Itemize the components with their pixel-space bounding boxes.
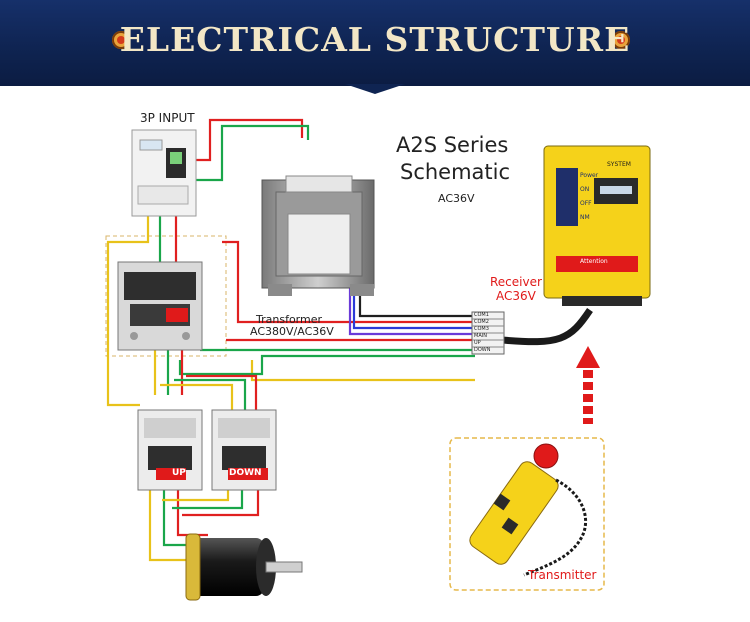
receiver-row-power: Power	[580, 172, 599, 179]
series-title: A2S Series	[396, 133, 509, 157]
receiver-attention-label: Attention	[580, 258, 608, 265]
contactor-group-boundary	[105, 235, 227, 357]
down-label: DOWN	[229, 468, 262, 478]
voltage-label: AC36V	[438, 192, 475, 205]
receiver-voltage-label: AC36V	[496, 289, 536, 303]
terminal-com3: COM3	[474, 326, 489, 332]
receiver-unit	[543, 145, 651, 306]
contactor-up	[137, 409, 203, 491]
receiver-label: Receiver	[490, 275, 542, 289]
transformer	[261, 175, 375, 296]
contactor-down	[211, 409, 277, 491]
schematic-title: Schematic	[400, 160, 511, 184]
receiver-system-label: SYSTEM	[607, 161, 631, 168]
transmitter-pendant	[469, 443, 588, 577]
terminal-com2: COM2	[474, 319, 489, 325]
terminal-down: DOWN	[474, 347, 491, 353]
terminal-main: MAIN	[474, 333, 487, 339]
receiver-row-off: OFF	[580, 200, 592, 207]
receiver-row-on: ON	[580, 186, 590, 193]
left-bullet-icon	[112, 31, 130, 49]
right-bullet-icon	[612, 31, 630, 49]
transmitter-boundary	[449, 437, 605, 591]
transmitter-label: Transmitter	[528, 568, 597, 582]
input-label: 3P INPUT	[140, 111, 195, 125]
circuit-breaker	[131, 129, 197, 217]
header-notch	[345, 84, 405, 94]
receiver-row-nm: NM	[580, 214, 590, 221]
terminal-com1: COM1	[474, 312, 489, 318]
main-contactor	[117, 261, 203, 351]
terminal-block	[471, 311, 505, 355]
signal-arrow	[576, 346, 600, 424]
terminal-up: UP	[474, 340, 481, 346]
page-title: ELECTRICAL STRUCTURE	[119, 20, 631, 59]
motor	[185, 533, 303, 601]
up-label: UP	[172, 468, 186, 478]
transformer-label: Transformer	[256, 313, 323, 326]
transformer-rating-label: AC380V/AC36V	[250, 325, 334, 338]
